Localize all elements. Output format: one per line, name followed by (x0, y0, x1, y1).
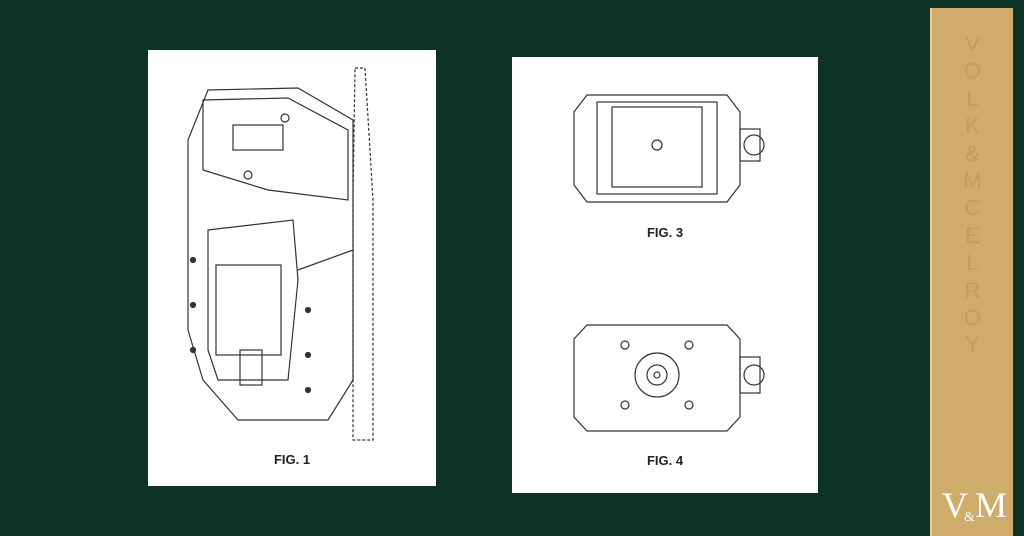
brand-letter: O (963, 58, 982, 84)
brand-letter: V (965, 31, 980, 56)
brand-letter: Y (965, 332, 980, 358)
logo-v: V (942, 485, 968, 525)
brand-letter: L (966, 250, 979, 276)
figure-1-caption: FIG. 1 (273, 452, 311, 467)
brand-sidebar: V O L K & M C E L R O Y V&M (930, 8, 1013, 536)
figure-4-caption: FIG. 4 (646, 453, 684, 468)
brand-letter: R (964, 277, 981, 303)
brand-letter: M (963, 168, 982, 194)
figure-3-4-panel: FIG. 3 FIG. 4 (512, 57, 818, 493)
brand-letter: O (963, 305, 982, 331)
figure-3-caption: FIG. 3 (646, 225, 684, 240)
device-top-and-bottom-views (573, 94, 765, 432)
brand-letter: E (965, 222, 980, 248)
brand-letter: K (965, 113, 980, 139)
figure-1-panel: FIG. 1 (148, 50, 436, 486)
brand-letter: C (964, 195, 981, 221)
brand-name-vertical: V O L K & M C E L R O Y (932, 30, 1013, 359)
brand-logo: V&M (932, 484, 1013, 526)
device-perspective-drawing (187, 67, 374, 441)
brand-letter: & (965, 140, 980, 166)
logo-amp: & (964, 510, 975, 525)
logo-m: M (974, 485, 1007, 525)
brand-letter: L (966, 85, 979, 111)
